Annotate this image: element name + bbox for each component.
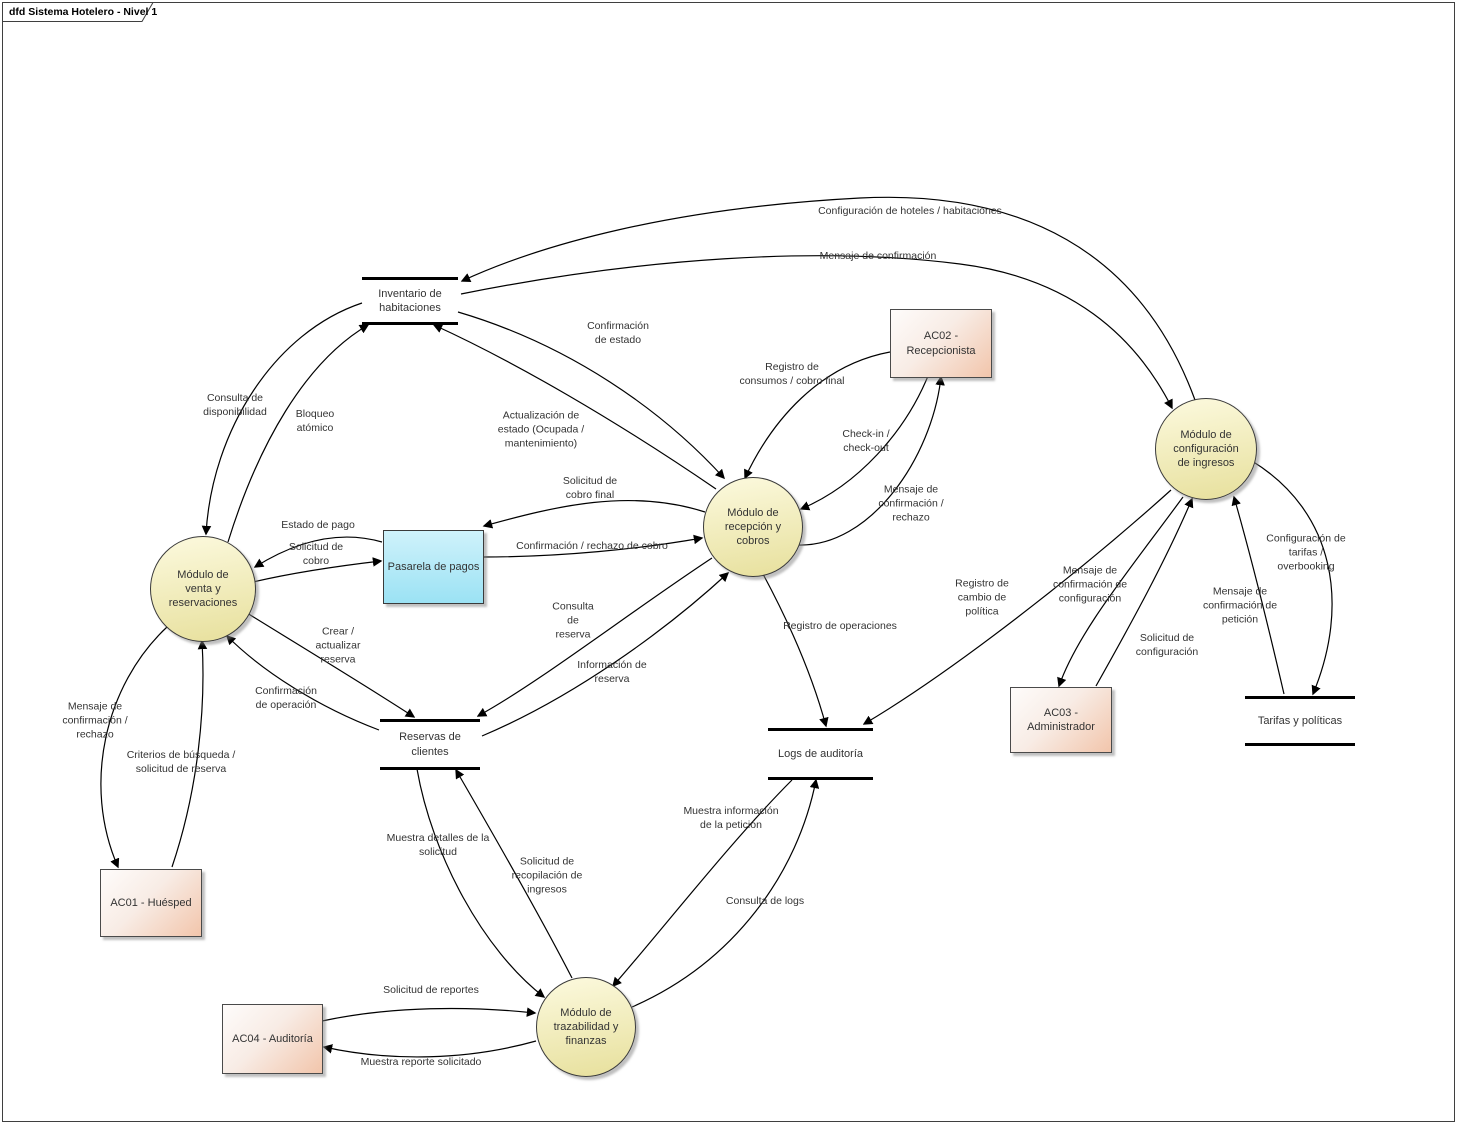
- edge-confirmacion-operacion[interactable]: [225, 634, 380, 731]
- edge-msj-conf-peticion[interactable]: [1231, 495, 1285, 695]
- edge-mensaje-confirmacion[interactable]: [460, 255, 1173, 410]
- flow-label-consulta-reserva: Consulta de reserva: [552, 600, 594, 642]
- datastore-label: Inventario de habitaciones: [378, 287, 442, 314]
- flow-label-crear-actualizar-reserva: Crear / actualizar reserva: [315, 625, 361, 667]
- edge-bloqueo-atomico[interactable]: [227, 324, 370, 543]
- flow-label-bloqueo-atomico: Bloqueo atómico: [295, 407, 335, 434]
- edge-muestra-detalles[interactable]: [416, 768, 546, 998]
- datastore-logs-auditoria[interactable]: Logs de auditoría: [768, 728, 873, 780]
- flow-label-criterios-busqueda: Criterios de búsqueda / solicitud de res…: [126, 748, 236, 775]
- datastore-label: Tarifas y políticas: [1257, 714, 1343, 727]
- edge-check-in-out[interactable]: [799, 375, 929, 511]
- datastore-label: Logs de auditoría: [777, 747, 863, 760]
- flow-label-muestra-reporte: Muestra reporte solicitado: [360, 1055, 482, 1068]
- edge-config-tarifas[interactable]: [1251, 460, 1333, 696]
- datastore-bottom-bar: [1245, 742, 1355, 746]
- flow-label-solicitud-configuracion: Solicitud de configuración: [1135, 631, 1199, 658]
- external-ac03-administrador[interactable]: AC03 - Administrador: [1010, 687, 1112, 753]
- edge-solicitud-configuracion[interactable]: [1095, 497, 1194, 687]
- datastore-label: Reservas de clientes: [399, 731, 461, 758]
- frame-tab-shape: [2, 2, 154, 22]
- flow-label-solicitud-recopilacion: Solicitud de recopilación de ingresos: [511, 855, 583, 897]
- flow-label-solicitud-reportes: Solicitud de reportes: [383, 983, 479, 996]
- datastore-reservas-clientes[interactable]: Reservas de clientes: [380, 719, 480, 770]
- external-ac02-recepcionista[interactable]: AC02 - Recepcionista: [890, 309, 992, 378]
- flow-label-registro-cambio-politica: Registro de cambio de política: [955, 577, 1009, 619]
- external-ac01-huesped[interactable]: AC01 - Huésped: [100, 869, 202, 937]
- edge-solicitud-cobro-final[interactable]: [482, 499, 706, 529]
- datastore-top-bar: [380, 719, 480, 722]
- flow-label-muestra-detalles: Muestra detalles de la solicitud: [386, 831, 490, 858]
- external-ac04-auditoria[interactable]: AC04 - Auditoría: [222, 1004, 323, 1074]
- flow-label-confirmacion-rechazo-cobro: Confirmación / rechazo de cobro: [516, 539, 668, 552]
- frame-title: dfd Sistema Hotelero - Nivel 1: [9, 6, 158, 18]
- flow-label-solicitud-cobro: Solicitud de cobro: [288, 540, 344, 567]
- datastore-bottom-bar: [380, 767, 480, 770]
- edge-registro-consumos[interactable]: [744, 351, 891, 480]
- edge-solicitud-recopilacion[interactable]: [455, 768, 573, 979]
- edge-config-hoteles[interactable]: [460, 196, 1196, 401]
- process-modulo-configuracion-ingresos[interactable]: Módulo de configuración de ingresos: [1155, 398, 1257, 500]
- flow-label-estado-pago: Estado de pago: [281, 518, 355, 531]
- edge-confirmacion-estado[interactable]: [457, 311, 725, 480]
- flow-label-muestra-informacion: Muestra información de la petición: [683, 804, 779, 831]
- edge-crear-actualizar-reserva[interactable]: [246, 612, 416, 718]
- edge-solicitud-reportes[interactable]: [321, 1007, 537, 1022]
- flow-label-confirmacion-operacion: Confirmación de operación: [255, 684, 317, 711]
- edge-msj-conf-rechazo-ac01[interactable]: [100, 626, 168, 869]
- edge-muestra-reporte[interactable]: [322, 1040, 537, 1058]
- flow-label-informacion-reserva: Información de reserva: [577, 658, 647, 685]
- flow-label-msj-conf-configuracion: Mensaje de confirmación de configuración: [1052, 564, 1128, 606]
- process-modulo-trazabilidad-finanzas[interactable]: Módulo de trazabilidad y finanzas: [536, 977, 636, 1077]
- datastore-top-bar: [362, 277, 458, 280]
- edge-registro-cambio-politica[interactable]: [862, 489, 1172, 725]
- flow-label-msj-conf-rechazo-ac02: Mensaje de confirmación / rechazo: [878, 483, 944, 525]
- edge-registro-operaciones[interactable]: [762, 573, 829, 728]
- edge-consulta-disponibilidad[interactable]: [201, 302, 363, 536]
- datastore-bottom-bar: [768, 776, 873, 780]
- datastore-top-bar: [768, 728, 873, 731]
- flow-label-mensaje-confirmacion: Mensaje de confirmación: [819, 249, 937, 262]
- datastore-bottom-bar: [362, 322, 458, 325]
- edge-estado-pago[interactable]: [253, 536, 383, 568]
- flow-label-registro-consumos: Registro de consumos / cobro final: [739, 360, 845, 387]
- flow-label-msj-conf-rechazo-ac01: Mensaje de confirmación / rechazo: [62, 700, 128, 742]
- edge-consulta-reserva[interactable]: [476, 557, 713, 717]
- edge-solicitud-cobro[interactable]: [252, 557, 383, 583]
- flow-label-registro-operaciones: Registro de operaciones: [783, 619, 897, 632]
- process-modulo-recepcion-cobros[interactable]: Módulo de recepción y cobros: [703, 477, 803, 577]
- edge-consulta-logs[interactable]: [631, 778, 820, 1008]
- flow-label-consulta-logs: Consulta de logs: [725, 894, 805, 907]
- flow-label-msj-conf-peticion: Mensaje de confirmación de petición: [1202, 585, 1278, 627]
- flow-label-check-in-out: Check-in / check-out: [842, 427, 890, 454]
- edge-confirmacion-rechazo-cobro[interactable]: [482, 534, 704, 558]
- flow-label-config-tarifas: Configuración de tarifas / overbooking: [1266, 532, 1346, 574]
- datastore-tarifas-politicas[interactable]: Tarifas y políticas: [1245, 696, 1355, 746]
- flow-label-config-hoteles: Configuración de hoteles / habitaciones: [818, 204, 1002, 217]
- datastore-top-bar: [1245, 696, 1355, 699]
- flow-label-actualizacion-estado: Actualización de estado (Ocupada / mante…: [497, 409, 585, 451]
- process-modulo-venta-reservaciones[interactable]: Módulo de venta y reservaciones: [150, 536, 256, 642]
- edge-criterios-busqueda[interactable]: [171, 639, 208, 868]
- flow-label-solicitud-cobro-final: Solicitud de cobro final: [562, 474, 618, 501]
- flow-label-consulta-disponibilidad: Consulta de disponibilidad: [203, 391, 267, 418]
- edge-informacion-reserva[interactable]: [481, 572, 730, 737]
- datastore-inventario-habitaciones[interactable]: Inventario de habitaciones: [362, 277, 458, 325]
- gateway-pasarela-pagos[interactable]: Pasarela de pagos: [383, 530, 484, 604]
- edge-msj-conf-configuracion[interactable]: [1057, 496, 1184, 688]
- edge-muestra-informacion[interactable]: [612, 779, 793, 988]
- flow-label-confirmacion-estado: Confirmación de estado: [587, 319, 649, 346]
- edge-msj-conf-rechazo-ac02[interactable]: [796, 375, 945, 546]
- edge-actualizacion-estado[interactable]: [432, 324, 717, 490]
